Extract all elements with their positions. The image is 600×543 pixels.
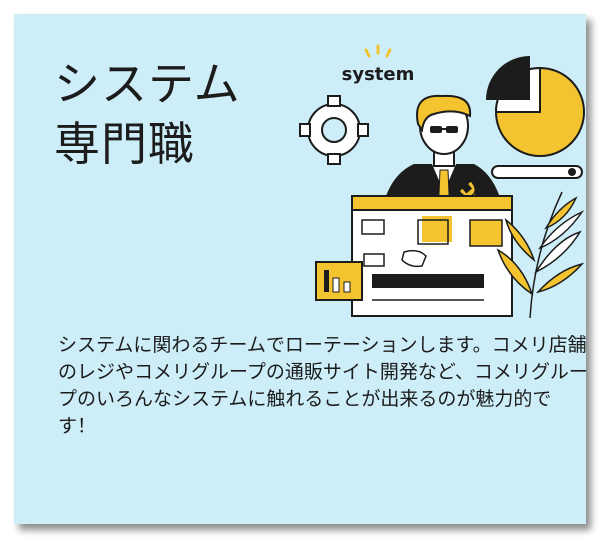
card: システム 専門職 system [14, 14, 588, 524]
description-text: システムに関わるチームでローテーションします。コメリ店舗のレジやコメリグループの… [58, 334, 588, 437]
glasses-icon [430, 126, 458, 133]
hand-icon [401, 249, 427, 268]
title-line-1: システム [54, 57, 241, 111]
system-illustration: system [299, 44, 585, 319]
bar-chart-icon [315, 261, 363, 301]
plant-icon [496, 191, 585, 319]
pie-chart-icon [486, 56, 585, 157]
browser-window-icon [351, 195, 513, 317]
sparkle-icon [364, 44, 392, 58]
progress-bar-icon [491, 165, 583, 179]
title-line-2: 専門職 [54, 117, 195, 171]
gear-icon [299, 95, 369, 165]
system-label: system [342, 64, 415, 85]
page-title: システム 専門職 [54, 54, 241, 174]
